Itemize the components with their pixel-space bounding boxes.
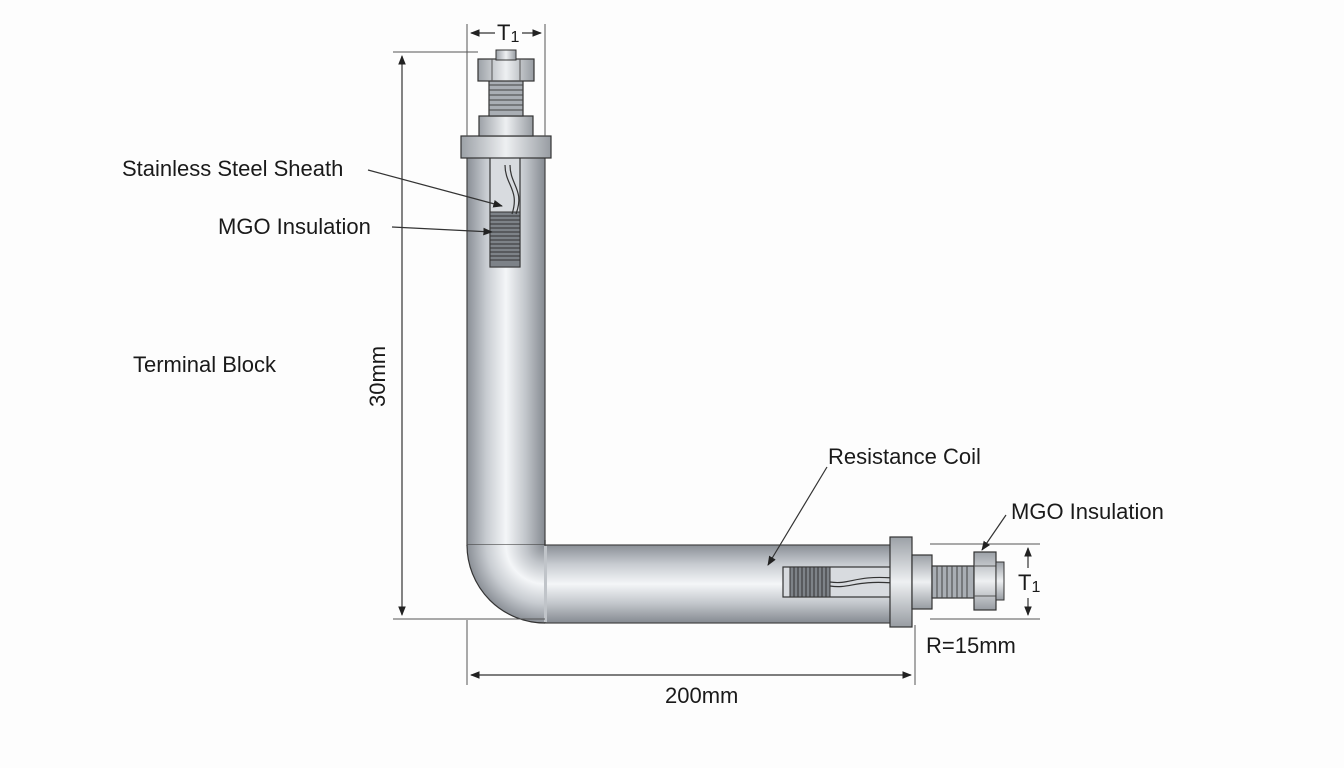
dimension-length-label: 200mm [665,683,738,708]
label-mgo-insulation-top: MGO Insulation [218,214,371,239]
right-terminal [889,536,1005,628]
dimension-lines [393,24,1040,685]
top-terminal [460,49,552,159]
label-resistance-coil: Resistance Coil [828,444,981,469]
label-terminal-block: Terminal Block [133,352,277,377]
heater-tube [466,156,894,624]
top-nut [477,58,535,82]
dimension-terminal-right-label: T1 [1018,570,1040,596]
dimension-bend-radius-label: R=15mm [926,633,1016,658]
right-cutaway-insulation [782,566,894,598]
leader-resistance-coil [767,466,828,566]
right-flange [889,536,913,628]
top-flange [460,135,552,159]
right-threaded-stud [931,565,975,599]
dimension-terminal-top-label: T1 [497,20,519,46]
tube-bend [467,545,545,623]
right-nut [973,551,997,611]
leader-mgo-insulation-right [981,514,1007,551]
mgo-insulation-coil-top [489,211,521,268]
leader-lines [367,169,1007,566]
top-cutaway-insulation [489,156,521,268]
label-stainless-steel-sheath: Stainless Steel Sheath [122,156,343,181]
dimension-height-label: 30mm [365,346,390,407]
leader-stainless-steel-sheath [367,169,503,208]
label-mgo-insulation-right: MGO Insulation [1011,499,1164,524]
leader-mgo-insulation-top [391,226,493,236]
